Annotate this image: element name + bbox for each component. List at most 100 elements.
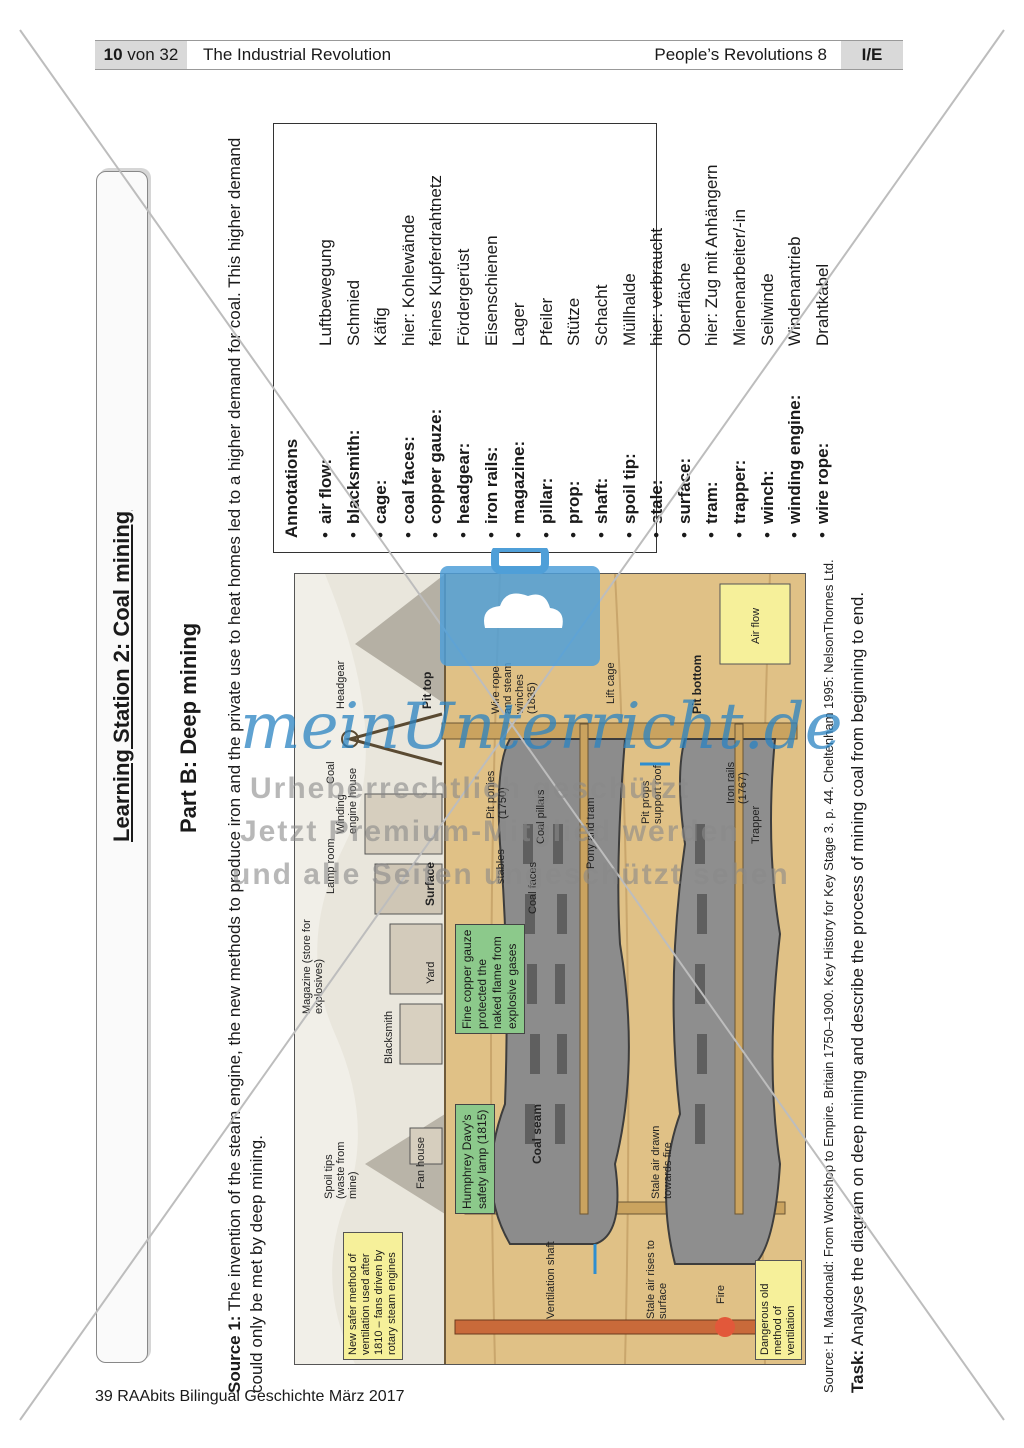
source-text: Source 1: The invention of the steam eng…	[224, 123, 268, 1393]
header-title: The Industrial Revolution	[203, 45, 392, 64]
annotation-item: •blacksmith:Schmied	[340, 280, 367, 538]
annotation-item: • prop: Stütze	[560, 298, 587, 538]
source-body: The invention of the steam engine, the n…	[225, 137, 266, 1393]
label-yard: Yard	[425, 961, 437, 984]
annotation-item: • iron rails: Eisenschienen	[478, 235, 505, 538]
bullet-icon: •	[536, 532, 556, 538]
annotation-definition: Stütze	[564, 297, 584, 346]
annotation-definition: Lager	[509, 302, 529, 346]
bullet-icon: •	[481, 532, 501, 538]
bullet-icon: •	[398, 532, 418, 538]
annotation-term: cage:	[371, 479, 391, 524]
label-lamp-room: Lamp room	[325, 838, 337, 894]
page-number-box: 10 von 32	[95, 41, 187, 69]
annotation-definition: Oberfläche	[674, 262, 694, 346]
label-fire: Fire	[715, 1285, 727, 1304]
annotation-definition: Seilwinde	[757, 273, 777, 346]
task-text: Task: Analyse the diagram on deep mining…	[848, 592, 868, 1393]
label-surface: Surface	[423, 861, 437, 906]
label-wire-rope: Wire rope and steam winches (1835)	[490, 662, 538, 714]
annotation-term: magazine:	[509, 440, 529, 524]
annotation-definition: Eisenschienen	[481, 235, 501, 346]
page-number: 10	[103, 45, 123, 64]
label-coal-seam: Coal seam	[530, 1103, 544, 1164]
page-footer: 39 RAAbits Bilingual Geschichte März 201…	[95, 1388, 405, 1405]
bullet-icon: •	[564, 532, 584, 538]
annotation-term: stale:	[647, 479, 667, 524]
annotation-definition: Drahtkabel	[812, 263, 832, 346]
label-pit-top: Pit top	[420, 671, 434, 709]
annotation-item: •pillar:Pfeiler	[533, 298, 560, 538]
deep-mining-diagram: Spoil tips (waste from mine) Fan house B…	[294, 573, 806, 1365]
annotation-item: •coal faces:hier: Kohlewände	[395, 215, 422, 538]
annotation-definition: Käfig	[371, 307, 391, 346]
level-badge: I/E	[841, 41, 903, 69]
annotation-term: shaft:	[592, 477, 611, 524]
bullet-icon: •	[647, 532, 667, 538]
annotation-definition: hier: verbraucht	[647, 227, 667, 346]
label-fan-house: Fan house	[415, 1137, 427, 1189]
label-pit-ponies: Pit ponies (1750)	[485, 770, 509, 819]
annotation-definition: Windenantrieb	[785, 236, 805, 346]
annotation-item: • winch: Seilwinde	[754, 273, 781, 538]
annotation-term: copper gauze:	[426, 408, 446, 524]
label-pit-props: Pit props support roof	[640, 765, 664, 824]
annotation-term: winch:	[757, 470, 777, 524]
annotation-definition: Pfeiler	[536, 297, 556, 346]
annotation-definition: Müllhalde	[619, 273, 639, 346]
station-title: Learning Station 2: Coal mining	[109, 510, 134, 842]
page-header: 10 von 32 The Industrial Revolution Peop…	[95, 40, 903, 70]
label-stale-air-fire: Stale air drawn towards fire	[650, 1125, 674, 1199]
label-air-flow: Air flow	[750, 607, 762, 644]
note-new-ventilation: New safer method of ventilation used aft…	[343, 1232, 403, 1360]
annotation-definition: hier: Zug mit Anhängern	[702, 164, 722, 346]
annotation-term: prop:	[564, 480, 584, 524]
annotation-term: iron rails:	[481, 446, 501, 524]
label-coal-faces: Coal faces	[527, 862, 539, 914]
annotation-term: tram:	[702, 481, 722, 524]
bullet-icon: •	[702, 532, 722, 538]
bullet-icon: •	[812, 532, 832, 538]
annotation-definition: Schmied	[343, 279, 363, 346]
bullet-icon: •	[426, 532, 446, 538]
annotation-item: • stale: hier: verbraucht	[643, 228, 670, 538]
note-humphrey-davy: Humphrey Davy’s safety lamp (1815)	[455, 1104, 495, 1214]
label-headgear: Headgear	[335, 660, 347, 709]
bullet-icon: •	[785, 532, 805, 538]
task-label: Task:	[848, 1349, 867, 1393]
annotation-definition: hier: Kohlewände	[398, 214, 418, 346]
annotations-box: Annotations •air flow:Luftbewegung•black…	[273, 123, 832, 553]
label-spoil-tips: Spoil tips (waste from mine)	[323, 1141, 359, 1199]
note-copper-gauze: Fine copper gauze protected the naked fl…	[455, 924, 525, 1034]
annotation-item: •air flow:Luftbewegung	[312, 239, 339, 538]
annotation-item: •spoil tip:Müllhalde	[616, 273, 643, 538]
annotation-term: headgear:	[454, 442, 473, 524]
bullet-icon: •	[509, 532, 529, 538]
task-body: Analyse the diagram on deep mining and d…	[848, 591, 867, 1347]
label-coal-pillars: Coal pillars	[535, 789, 547, 844]
source-citation: Source: H. Macdonald: From Workshop to E…	[821, 559, 836, 1393]
label-magazine: Magazine (store for explosives)	[301, 919, 325, 1014]
bullet-icon: •	[371, 532, 391, 538]
label-ventilation-shaft: Ventilation shaft	[545, 1241, 557, 1319]
annotation-definition: Fördergerüst	[454, 248, 473, 346]
header-series: People’s Revolutions 8	[654, 45, 827, 64]
annotation-definition: Luftbewegung	[316, 239, 335, 346]
bullet-icon: •	[757, 532, 777, 538]
annotation-definition: Schacht	[592, 284, 611, 346]
bullet-icon: •	[592, 532, 611, 538]
label-stale-air-surface: Stale air rises to surface	[645, 1240, 669, 1319]
annotation-definition: feines Kupferdrahtnetz	[426, 174, 446, 346]
annotation-definition: Mienenarbeiter/-in	[730, 208, 749, 346]
label-blacksmith: Blacksmith	[383, 1010, 395, 1064]
annotation-item: • cage: Käfig	[367, 307, 394, 538]
annotation-item: • shaft: Schacht	[588, 285, 615, 538]
bullet-icon: •	[454, 532, 473, 538]
annotation-term: spoil tip:	[619, 453, 639, 524]
annotation-item: • headgear: Fördergerüst	[450, 249, 477, 538]
page-of: von 32	[127, 45, 179, 64]
bullet-icon: •	[343, 532, 363, 538]
label-trapper: Trapper	[750, 805, 762, 844]
part-title: Part B: Deep mining	[176, 622, 201, 833]
station-banner: Learning Station 2: Coal mining	[96, 171, 148, 1363]
